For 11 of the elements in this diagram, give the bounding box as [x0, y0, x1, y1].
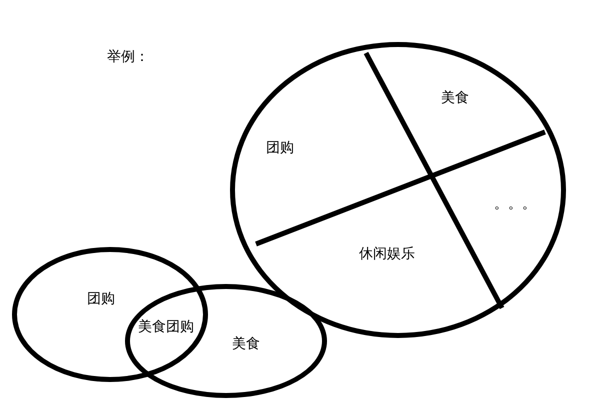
diagram-title: 举例： [107, 48, 149, 66]
set-label: 团购 [87, 290, 115, 308]
sector-label: 休闲娱乐 [359, 245, 415, 263]
category-circle [230, 42, 566, 338]
overlap-label: 美食团购 [138, 318, 194, 336]
set-label: 美食 [232, 335, 260, 353]
sector-label: 团购 [266, 139, 294, 157]
set-ellipse [125, 284, 327, 398]
sector-label: 。。。 [494, 195, 536, 213]
set-ellipse [12, 247, 208, 382]
sector-label: 美食 [441, 89, 469, 107]
